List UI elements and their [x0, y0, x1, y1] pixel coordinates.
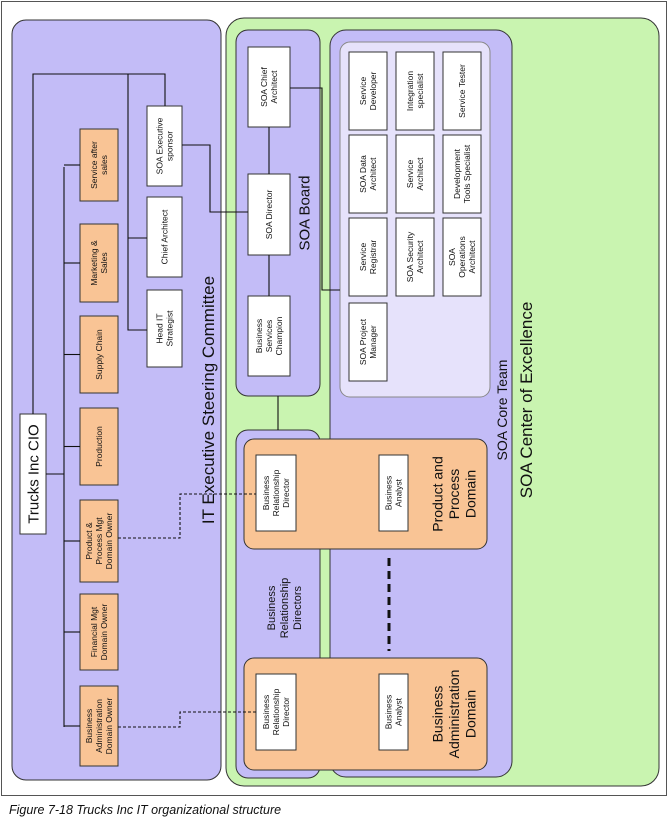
domain-title-1: Product andProcessDomain	[429, 456, 478, 532]
domain-analyst-box-1	[378, 454, 409, 532]
core-role-box-7	[348, 217, 388, 297]
advisor-box-1	[146, 105, 183, 187]
core-role-box-5-label: ServiceArchitect	[405, 157, 425, 191]
domain-owner-box-2	[79, 223, 119, 303]
domain-owner-box-3-label: Supply Chain	[94, 329, 104, 380]
core-role-box-2-label: Integrationspecialist	[405, 71, 425, 111]
domain-title-2: BusinessAdministrationDomain	[429, 670, 478, 759]
connector-chief-core-team	[290, 87, 340, 291]
advisor-box-3	[146, 289, 183, 368]
board-member-box-2	[247, 173, 291, 256]
core-role-box-9-label: SOAOperationsArchitect	[447, 236, 477, 278]
domain-director-box-2-label: BusinessRelationshipDirector	[261, 688, 291, 735]
core-role-box-3	[442, 51, 482, 131]
domain-owner-box-5-label: Product &Process MgtDomain Owner	[84, 512, 114, 569]
cio-box	[19, 413, 47, 535]
core-role-box-6-label: DevelopmentTools Specialist	[452, 144, 472, 203]
connector-advisor-spine	[127, 74, 147, 331]
domain-analyst-box-2	[378, 673, 409, 751]
domain-director-box-1	[255, 454, 297, 532]
domain-owner-box-7	[79, 685, 119, 767]
board-member-box-1-label: SOA ChiefArchitect	[259, 67, 279, 107]
board-member-box-3-label: BusinessServicesChampion	[254, 316, 284, 355]
core-role-box-1-label: ServiceDeveloper	[358, 71, 378, 110]
cio-box-label: Trucks Inc CIO	[25, 424, 42, 523]
connector-cio-advisors	[32, 73, 166, 414]
domain-owner-box-1-label: Service aftersales	[89, 141, 109, 189]
domain-panel-2	[243, 657, 488, 771]
figure-frame	[1, 1, 667, 796]
advisor-box-2	[146, 196, 183, 278]
core-role-box-1	[348, 51, 388, 131]
domain-owner-box-6-label: Financial MgtDomain Owner	[89, 603, 109, 660]
connector-admin-owner-director	[118, 711, 256, 728]
domain-director-box-1-label: BusinessRelationshipDirector	[261, 469, 291, 516]
domain-director-box-2	[255, 673, 297, 751]
domain-analyst-box-1-label: BusinessAnalyst	[383, 476, 403, 511]
soa-core-team-title: SOA Core Team	[494, 360, 510, 461]
figure-caption: Figure 7-18 Trucks Inc IT organizational…	[9, 803, 282, 817]
soa-board-title: SOA Board	[296, 175, 313, 250]
core-role-box-5	[395, 134, 435, 214]
board-member-box-2-label: SOA Director	[264, 190, 274, 240]
domain-owner-box-6	[79, 593, 119, 671]
domain-analyst-box-2-label: BusinessAnalyst	[383, 695, 403, 730]
core-role-box-8	[395, 217, 435, 297]
core-role-box-3-label: Service Tester	[457, 64, 467, 118]
core-role-box-10-label: SOA ProjectManager	[358, 318, 378, 365]
core-role-box-4	[348, 134, 388, 214]
soa-coe-title: SOA Center of Excellence	[517, 302, 536, 499]
core-role-box-7-label: ServiceRegistrar	[358, 240, 378, 275]
core-role-box-8-label: SOA SecurityArchitect	[405, 231, 425, 282]
connector-sponsor-director	[182, 144, 248, 213]
advisor-box-1-label: SOA Executivesponsor	[154, 117, 174, 174]
core-role-box-10	[348, 302, 388, 382]
domain-owner-box-1	[79, 128, 119, 202]
advisor-box-3-label: Head ITStrategist	[154, 310, 174, 347]
domain-owner-box-2-label: Marketing &Sales	[89, 240, 109, 286]
domain-owner-box-7-label: BusinessAdministrationDomain Owner	[84, 697, 114, 754]
advisor-box-2-label: Chief Architect	[159, 209, 169, 264]
core-role-box-9	[442, 217, 482, 297]
core-role-box-6	[442, 134, 482, 214]
core-role-box-2	[395, 51, 435, 131]
steering-committee-title: IT Executive Steering Committee	[199, 276, 218, 524]
board-member-box-3	[247, 295, 291, 377]
connector-product-owner-director	[118, 493, 256, 539]
domain-owner-box-4-label: Production	[94, 426, 104, 467]
brd-label: BusinessRelationshipDirectors	[266, 578, 304, 639]
core-role-box-4-label: SOA DataArchitect	[358, 155, 378, 193]
